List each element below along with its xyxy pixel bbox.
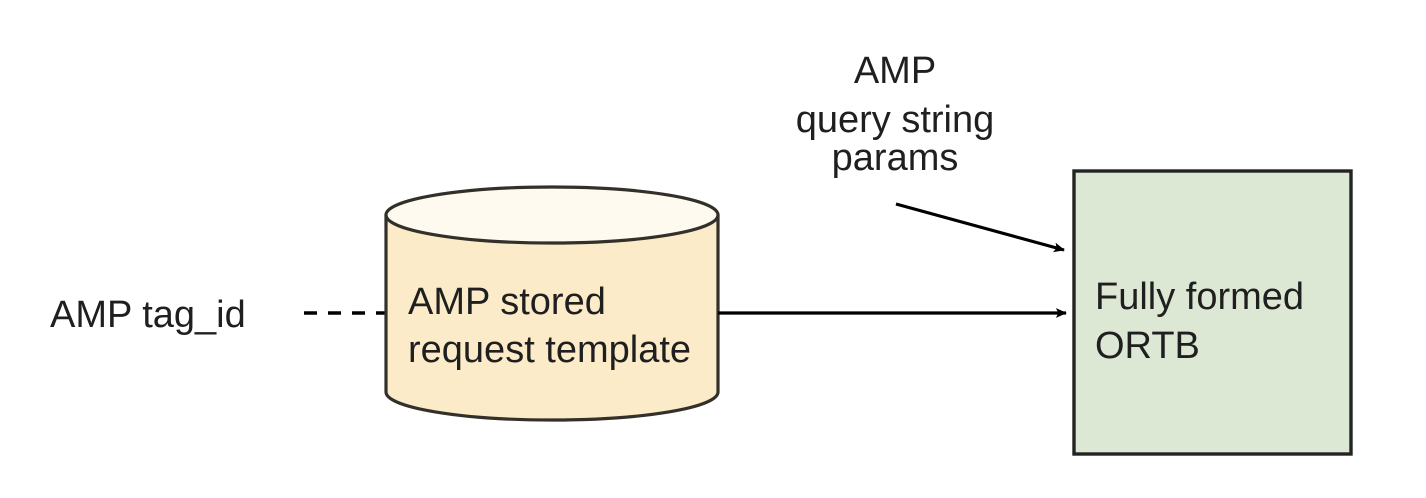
- datastore-label-line2: request template: [408, 329, 691, 371]
- amp-tag-id-label: AMP tag_id: [50, 294, 246, 336]
- ortb-label-line2: ORTB: [1095, 325, 1200, 367]
- cylinder-body: [384, 213, 720, 422]
- ortb-label-line1: Fully formed: [1095, 276, 1304, 318]
- datastore-label-line1: AMP stored: [408, 281, 606, 323]
- cylinder-top: [384, 185, 720, 245]
- diagonal-arrow-connector: [895, 202, 1065, 253]
- annotation-line1: AMP: [854, 50, 936, 92]
- amp-query-string-params-annotation: AMP query string params: [796, 50, 995, 179]
- fully-formed-ortb-node[interactable]: Fully formed ORTB: [1072, 169, 1353, 456]
- ortb-box: [1072, 169, 1353, 456]
- annotation-line2: query string: [796, 99, 995, 141]
- amp-stored-request-template-node[interactable]: AMP stored request template: [384, 185, 720, 422]
- annotation-line3: params: [832, 137, 959, 179]
